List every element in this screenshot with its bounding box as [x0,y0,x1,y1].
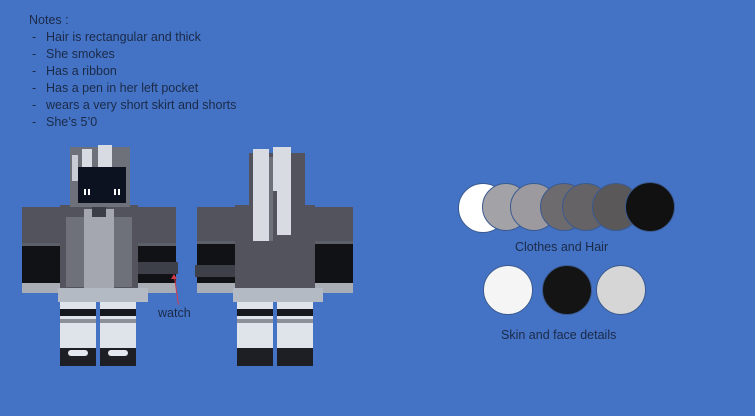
notes-list: Hair is rectangular and thick She smokes… [29,29,236,131]
right-sock-stripe-gray [277,319,313,323]
watch-label: watch [158,306,191,320]
notes-title: Notes : [29,13,69,27]
shirt [84,209,114,293]
hair-strand-dark [269,157,273,241]
palette-skin-face [482,264,652,316]
jacket-lapel-left [66,217,86,287]
character-back-view [195,145,355,370]
hair-strand-light [273,147,291,191]
hair-strand-light [82,149,92,167]
hair-strand-light [72,155,78,181]
left-shoe-lace [68,350,88,356]
left-hand [22,283,60,293]
notes-block: Notes : Hair is rectangular and thick Sh… [29,12,236,131]
right-sock-stripe-gray [100,319,136,323]
color-swatch [596,265,646,315]
hair-strand-light [253,149,269,241]
right-sock-stripe [277,309,313,316]
left-cuff [197,241,235,288]
left-arm [22,207,60,247]
note-item: Has a ribbon [29,63,236,80]
palette-clothes-hair-label: Clothes and Hair [515,240,609,254]
jacket-back [235,205,315,290]
left-arm [197,207,235,243]
right-cuff [315,241,353,288]
right-arm [315,207,353,243]
watch-band [138,262,178,274]
note-item: She’s 5’0 [29,114,236,131]
right-shoe [277,348,313,366]
note-item: Hair is rectangular and thick [29,29,236,46]
right-eye [114,189,120,195]
watch-arrow-head [171,274,177,279]
jacket-lapel-right [112,217,132,287]
left-sock-stripe-gray [60,319,96,323]
hair-strand-light [277,191,291,235]
left-sock-stripe [237,309,273,316]
color-swatch [542,265,592,315]
right-hand [315,283,353,293]
left-sock-stripe-gray [237,319,273,323]
note-item: Has a pen in her left pocket [29,80,236,97]
face-mask [78,167,126,203]
skirt [233,288,323,302]
left-cuff [22,243,60,288]
skirt [58,288,148,302]
left-sock-stripe [60,309,96,316]
right-shoe-lace [108,350,128,356]
hair-strand-light [98,145,112,169]
right-sock-stripe [100,309,136,316]
character-front-view [20,145,180,370]
palette-skin-face-label: Skin and face details [501,328,617,342]
color-swatch [483,265,533,315]
color-swatch [625,182,675,232]
left-eye [84,189,90,195]
watch-band [195,265,237,277]
palette-clothes-hair [458,180,678,234]
right-arm [138,207,176,247]
left-hand [197,283,235,293]
collar-ribbon [92,207,106,217]
note-item: She smokes [29,46,236,63]
right-hand [138,283,176,293]
note-item: wears a very short skirt and shorts [29,97,236,114]
left-shoe [237,348,273,366]
